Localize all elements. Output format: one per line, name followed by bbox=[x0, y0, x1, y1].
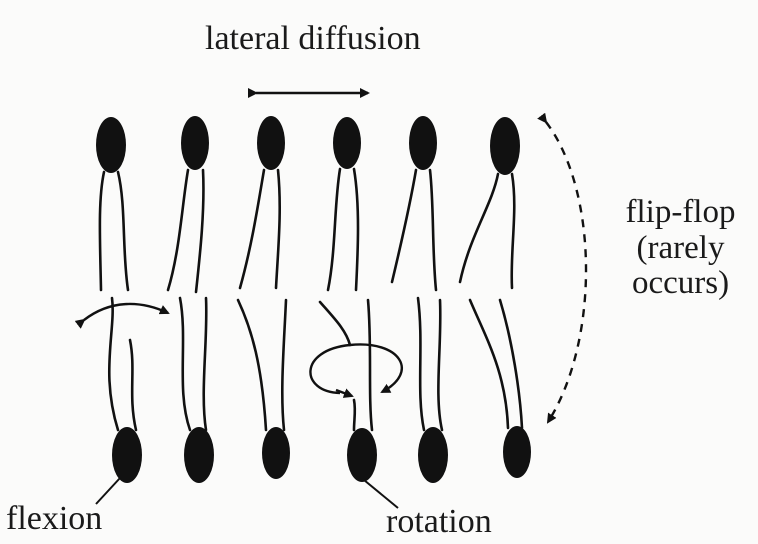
lipid-tail bbox=[240, 170, 264, 288]
lipid-head-top-4 bbox=[333, 117, 361, 169]
flip-flop-label-line2: (rarely bbox=[608, 231, 753, 267]
lipid-tail bbox=[430, 170, 436, 290]
bottom-leaflet-tails bbox=[109, 298, 522, 430]
lipid-tail bbox=[320, 302, 350, 345]
lipid-tail bbox=[276, 170, 280, 288]
lipid-head-top-6 bbox=[490, 117, 520, 175]
lipid-head-bottom-6 bbox=[503, 426, 531, 478]
lipid-tail bbox=[392, 170, 416, 282]
lipid-head-bottom-4 bbox=[347, 428, 377, 482]
lipid-tail bbox=[168, 170, 188, 290]
lipid-tail bbox=[196, 170, 203, 292]
lipid-tail bbox=[354, 169, 358, 290]
lipid-tail bbox=[368, 300, 372, 430]
flip-flop-label-line1: flip-flop bbox=[608, 195, 753, 231]
top-leaflet-tails bbox=[100, 169, 514, 292]
lipid-head-bottom-5 bbox=[418, 427, 448, 483]
flexion-label: flexion bbox=[6, 500, 102, 537]
lipid-head-top-2 bbox=[181, 116, 209, 170]
flexion-arrow bbox=[84, 304, 168, 320]
lipid-tail bbox=[354, 400, 355, 430]
lipid-head-bottom-1 bbox=[112, 427, 142, 483]
lipid-head-top-1 bbox=[96, 117, 126, 173]
lipid-tail bbox=[109, 298, 118, 430]
bottom-leaflet bbox=[112, 426, 531, 483]
lipid-head-bottom-2 bbox=[184, 427, 214, 483]
lipid-tail bbox=[100, 172, 104, 290]
lipid-head-bottom-3 bbox=[262, 427, 290, 479]
rotation-label: rotation bbox=[386, 503, 492, 540]
lipid-tail bbox=[204, 298, 207, 430]
lipid-tail bbox=[512, 174, 515, 288]
lipid-head-top-3 bbox=[257, 116, 285, 170]
lipid-tail bbox=[418, 298, 424, 430]
lipid-tail bbox=[328, 169, 340, 290]
top-leaflet bbox=[96, 116, 520, 175]
lipid-tail bbox=[438, 300, 442, 430]
lipid-tail bbox=[470, 300, 508, 428]
lipid-tail bbox=[180, 298, 190, 430]
lipid-tail bbox=[500, 300, 522, 428]
lipid-tail bbox=[130, 340, 136, 430]
lipid-tail bbox=[282, 300, 286, 430]
flip-flop-arrow bbox=[546, 122, 586, 422]
lipid-tail bbox=[460, 174, 498, 282]
lateral-diffusion-label: lateral diffusion bbox=[205, 20, 421, 57]
lipid-tail bbox=[238, 300, 266, 430]
flip-flop-label-line3: occurs) bbox=[608, 266, 753, 302]
lipid-tail bbox=[118, 172, 128, 290]
flip-flop-label: flip-flop (rarely occurs) bbox=[608, 195, 753, 302]
rotation-arrow bbox=[310, 344, 401, 393]
lipid-head-top-5 bbox=[409, 116, 437, 170]
